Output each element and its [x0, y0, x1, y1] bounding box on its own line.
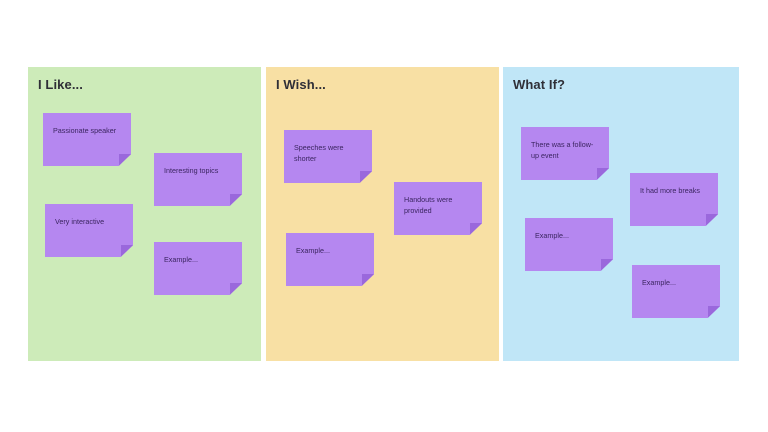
column-what-if: What If? There was a follow-up event It … — [503, 67, 739, 361]
sticky-note-text: Passionate speaker — [53, 126, 117, 135]
sticky-note-fold — [121, 245, 133, 257]
sticky-note-text: It had more breaks — [640, 186, 700, 195]
column-title: I Like... — [38, 77, 83, 92]
sticky-note-text: Example... — [642, 278, 676, 287]
sticky-note-text: Interesting topics — [164, 166, 219, 175]
sticky-note-text: Handouts were provided — [404, 195, 453, 215]
sticky-note[interactable]: Example... — [632, 265, 720, 318]
sticky-note-fold — [601, 259, 613, 271]
sticky-note[interactable]: Example... — [525, 218, 613, 271]
sticky-note-fold — [470, 223, 482, 235]
sticky-note-fold — [230, 194, 242, 206]
sticky-note-fold — [230, 283, 242, 295]
sticky-note[interactable]: Very interactive — [45, 204, 133, 257]
column-title: I Wish... — [276, 77, 326, 92]
sticky-note-text: Example... — [296, 246, 330, 255]
sticky-note-text: Example... — [535, 231, 569, 240]
sticky-note[interactable]: Handouts were provided — [394, 182, 482, 235]
column-i-like: I Like... Passionate speaker Interesting… — [28, 67, 261, 361]
sticky-note-text: Speeches were shorter — [294, 143, 344, 163]
sticky-note-text: Example... — [164, 255, 198, 264]
sticky-note-text: Very interactive — [55, 217, 105, 226]
sticky-note-fold — [362, 274, 374, 286]
sticky-note[interactable]: Example... — [286, 233, 374, 286]
sticky-note-fold — [708, 306, 720, 318]
sticky-note[interactable]: Example... — [154, 242, 242, 295]
sticky-note-fold — [597, 168, 609, 180]
sticky-note[interactable]: It had more breaks — [630, 173, 718, 226]
sticky-note-text: There was a follow-up event — [531, 140, 594, 160]
sticky-note[interactable]: Interesting topics — [154, 153, 242, 206]
sticky-note[interactable]: Passionate speaker — [43, 113, 131, 166]
sticky-note-fold — [706, 214, 718, 226]
column-title: What If? — [513, 77, 566, 92]
sticky-note-fold — [360, 171, 372, 183]
sticky-note-fold — [119, 154, 131, 166]
sticky-note[interactable]: There was a follow-up event — [521, 127, 609, 180]
sticky-note[interactable]: Speeches were shorter — [284, 130, 372, 183]
column-i-wish: I Wish... Speeches were shorter Handouts… — [266, 67, 499, 361]
